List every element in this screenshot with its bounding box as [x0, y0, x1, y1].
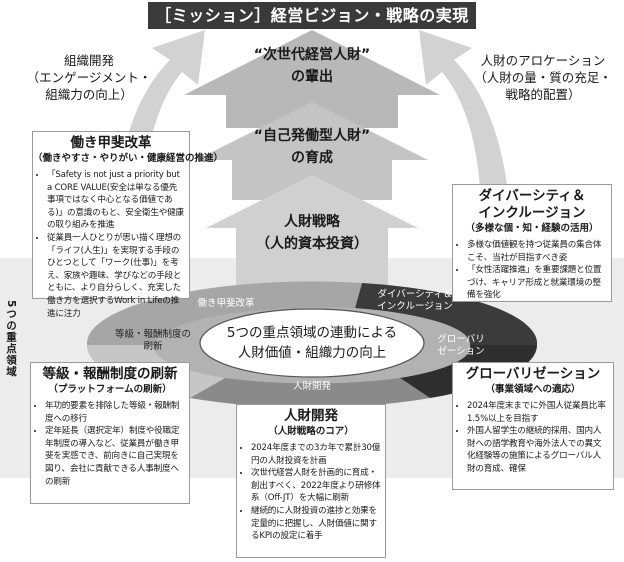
box-work-reform: 働き甲斐改革 （働きやすさ・やりがい・健康経営の推進） 「Safety is n…	[32, 131, 224, 319]
list-item: 年功的要素を排除した等級・報酬制度への移行	[45, 400, 185, 425]
list-item: 2024年度までの3カ年で累計30億円の人財投資を計画	[251, 442, 381, 467]
page-title: ［ミッション］経営ビジョン・戦略の実現	[148, 2, 476, 29]
list-item: 継続的に人財投資の進捗と効果を定量的に把握し、人財価値に関するKPIの設定に着手	[251, 505, 381, 543]
list-item: 「Safety is not just a priority but a COR…	[47, 169, 185, 232]
box-hrdev-bullets: 2024年度までの3カ年で累計30億円の人財投資を計画 次世代経営人財を計画的に…	[237, 442, 385, 543]
ring-segment-hr-dev	[190, 378, 430, 408]
center-message: 5つの重点領域の連動による 人財価値・組織力の向上	[226, 325, 398, 361]
box-diversity: ダイバーシティ＆ インクルージョン （多様な個・知・経験の活用） 多様な価値観を…	[452, 184, 612, 302]
box-hrdev-subtitle: （人財戦略のコア）	[268, 426, 354, 437]
top-stage-arrow	[184, 30, 440, 128]
stage-top-label: “次世代経営人財” の輩出	[253, 47, 371, 85]
box-diversity-bullets: 多様な価値観を持つ従業員の集合体こそ、当社が目指すべき姿 「女性活躍推進」を重要…	[453, 239, 611, 302]
bottom-stage-arrow	[206, 175, 418, 300]
ring-label-grade: 等級・報酬制度の 刷新	[114, 329, 191, 352]
list-item: 従業員一人ひとりが思い描く理想の「ライフ(人生)」を実現する手段のひとつとして「…	[47, 232, 185, 320]
list-item: 多様な価値観を持つ従業員の集合体こそ、当社が目指すべき姿	[467, 239, 607, 264]
list-item: 次世代経営人財を計画的に育成・創出すべく、2022年度より研修体系（Off-JT…	[251, 467, 381, 505]
ring-label-work: 働き甲斐改革	[197, 298, 255, 309]
stage-middle-label: “自己発働型人財” の育成	[253, 128, 371, 166]
stage-bottom-label: 人財戦略 （人的資本投資）	[256, 214, 368, 252]
list-item: 定年延長（選択定年）制度や役職定年制度の導入など、従業員が働き甲斐を実感でき、前…	[45, 425, 185, 488]
box-global-subtitle: （事業領域への適応）	[485, 384, 581, 395]
box-grade-reform: 等級・報酬制度の刷新 （プラットフォームの刷新） 年功的要素を排除した等級・報酬…	[30, 362, 190, 504]
box-diversity-subtitle: （多様な個・知・経験の活用）	[465, 223, 599, 234]
box-work-bullets: 「Safety is not just a priority but a COR…	[33, 169, 189, 320]
ring-segment-work	[86, 281, 362, 345]
box-global-bullets: 2024年度末までに外国人従業員比率1.5%以上を目指す 外国人留学生の継続的採…	[453, 400, 613, 476]
box-grade-bullets: 年功的要素を排除した等級・報酬制度への移行 定年延長（選択定年）制度や役職定年制…	[31, 400, 189, 488]
box-work-title: 働き甲斐改革	[70, 135, 152, 151]
focus-area-vertical-label: 5つの重点領域	[5, 300, 17, 378]
ring-label-diversity: ダイバーシティ＆ インクルージョン	[377, 289, 453, 312]
box-work-subtitle: （働きやすさ・やりがい・健康経営の推進）	[33, 153, 224, 164]
list-item: 「女性活躍推進」を重要課題と位置づけ、キャリア形成と就業環境の整備を強化	[467, 264, 607, 302]
left-arrow-label: 組織開発 （エンゲージメント・ 組織力の向上）	[26, 53, 152, 102]
center-oval	[199, 308, 425, 378]
box-hrdev-title: 人財開発	[284, 408, 338, 424]
box-grade-title: 等級・報酬制度の刷新	[42, 366, 178, 382]
list-item: 2024年度末までに外国人従業員比率1.5%以上を目指す	[467, 400, 609, 425]
right-arrow-label: 人財のアロケーション （人財の量・質の充足・ 戦略的配置）	[474, 53, 612, 102]
box-global-title: グローバリゼーション	[465, 366, 601, 382]
box-grade-subtitle: （プラットフォームの刷新）	[48, 384, 172, 395]
box-globalization: グローバリゼーション （事業領域への適応） 2024年度末までに外国人従業員比率…	[452, 362, 614, 490]
middle-stage-arrow	[196, 102, 428, 200]
box-hr-development: 人財開発 （人財戦略のコア） 2024年度までの3カ年で累計30億円の人財投資を…	[236, 404, 386, 558]
ring-label-global: グローバリ ゼーション	[437, 334, 485, 357]
ring-label-hr-dev: 人財開発	[292, 381, 331, 392]
list-item: 外国人留学生の継続的採用、国内人財への語学教育や海外法人での異文化経験等の施策に…	[467, 425, 609, 475]
ring-segment-diversity	[355, 283, 538, 345]
box-diversity-title: ダイバーシティ＆ インクルージョン	[478, 188, 586, 221]
